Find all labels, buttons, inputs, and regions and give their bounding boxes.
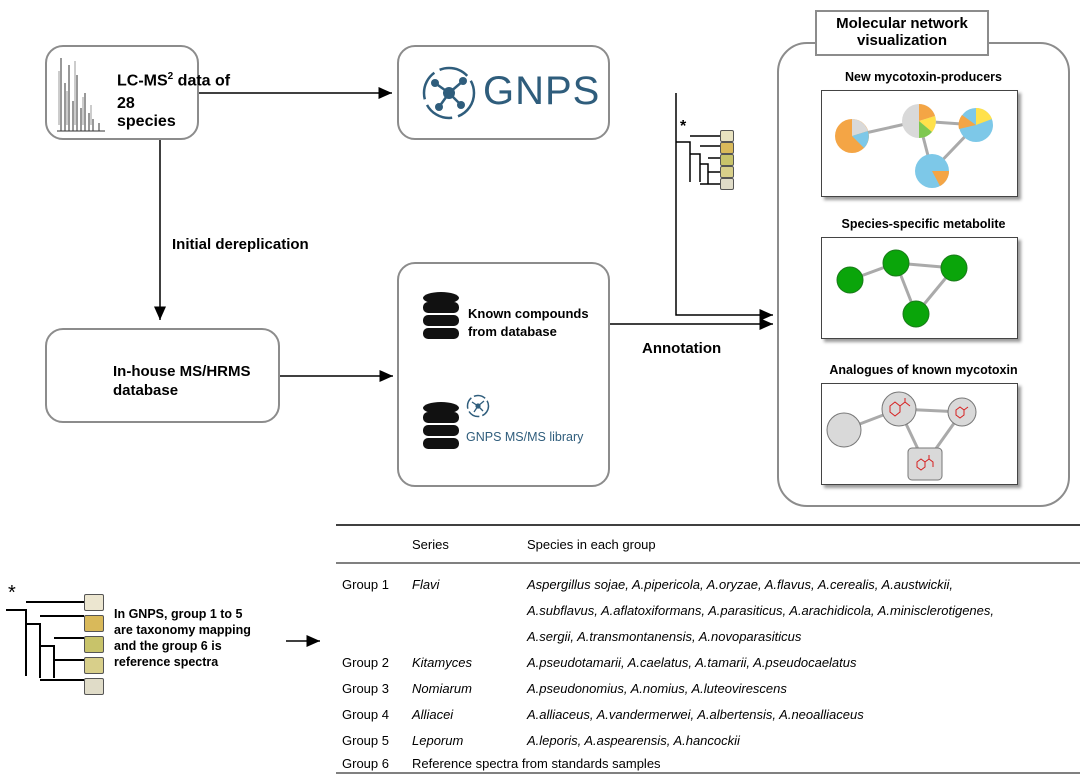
gnps-library-label: GNPS MS/MS library (466, 430, 584, 444)
phylogeny-tree-small: * (676, 118, 736, 198)
row-group: Group 5 (342, 733, 389, 748)
row-species: A.subflavus, A.aflatoxiformans, A.parasi… (527, 603, 995, 618)
analogue-network-graph (826, 391, 977, 481)
lcms-prefix: LC-MS (117, 72, 168, 90)
row-series: Flavi (412, 577, 440, 592)
species-thumbnail (720, 166, 734, 178)
species-thumbnail (720, 130, 734, 142)
panel1-title: New mycotoxin-producers (845, 70, 1002, 84)
library-database-icon (423, 402, 459, 449)
species-thumbnail (84, 594, 104, 611)
row-group: Group 4 (342, 707, 389, 722)
network-panel-species-specific (821, 237, 1018, 339)
species-thumbnail (720, 154, 734, 166)
gnps-box: GNPS (397, 45, 610, 140)
lcms-superscript: 2 (167, 71, 174, 82)
note-line2: are taxonomy mapping (114, 623, 251, 637)
panel2-title: Species-specific metabolite (841, 217, 1006, 231)
lcms-suffix: data of (173, 72, 231, 90)
panel3-title: Analogues of known mycotoxin (829, 363, 1018, 377)
known-compounds-line2: from database (468, 324, 557, 339)
gnps-note: In GNPS, group 1 to 5 are taxonomy mappi… (114, 606, 251, 670)
row-series: Alliacei (412, 707, 454, 722)
producer-network-graph (835, 104, 993, 188)
note-line3: and the group 6 is (114, 639, 222, 653)
tree-star-large: * (8, 582, 16, 604)
tree-branches-large (6, 601, 84, 681)
database-icon (423, 292, 459, 339)
green-node (940, 254, 968, 282)
pie-node (915, 154, 949, 188)
row-series: Kitamyces (412, 655, 472, 670)
initial-dereplication-label: Initial dereplication (172, 236, 309, 253)
known-compounds-line1: Known compounds (468, 306, 589, 321)
lcms-data-box: LC-MS2 data of 28 species (45, 45, 230, 140)
gnps-network-logo-icon (422, 66, 476, 120)
lcms-label-line2: 28 species (117, 95, 176, 130)
network-panel-analogues (821, 383, 1018, 485)
network-panel-producers (821, 90, 1018, 197)
species-thumbnail (84, 615, 104, 632)
gnps-small-logo-icon (466, 394, 490, 418)
chemical-structure-icon (889, 398, 969, 471)
annotation-label: Annotation (642, 340, 722, 357)
gray-node (826, 412, 862, 448)
spectrum-icon (57, 58, 105, 132)
row-species: A.pseudotamarii, A.caelatus, A.tamarii, … (527, 655, 857, 670)
green-node (836, 266, 864, 294)
structure-node (881, 391, 917, 427)
header-series: Series (412, 537, 449, 552)
row-group: Group 6 (342, 756, 389, 771)
row-series: Nomiarum (412, 681, 472, 696)
species-network-graph (836, 249, 968, 328)
header-species: Species in each group (527, 537, 656, 552)
row-species: A.pseudonomius, A.nomius, A.luteoviresce… (527, 681, 787, 696)
network-title-box: Molecular network visualization (815, 10, 989, 56)
tree-branches-small (676, 135, 720, 185)
row-reference-text: Reference spectra from standards samples (412, 756, 661, 771)
row-group: Group 1 (342, 577, 389, 592)
note-line4: reference spectra (114, 655, 219, 669)
pie-node (958, 107, 993, 142)
lcms-label: LC-MS2 data of (117, 71, 230, 90)
arrow-gnps-to-network (675, 93, 773, 321)
species-thumbnail (84, 657, 104, 674)
inhouse-database-box: In-house MS/HRMS database (45, 328, 280, 423)
note-line1: In GNPS, group 1 to 5 (114, 607, 243, 621)
pie-node (902, 104, 936, 139)
phylogeny-tree-large: * (6, 582, 106, 702)
species-thumbnail (84, 678, 104, 695)
network-title-line1: Molecular network (836, 15, 968, 32)
row-species: A.leporis, A.aspearensis, A.hancockii (527, 733, 740, 748)
row-species: A.alliaceus, A.vandermerwei, A.albertens… (527, 707, 864, 722)
pie-node (835, 119, 869, 153)
network-title-line2: visualization (856, 32, 948, 49)
row-group: Group 3 (342, 681, 389, 696)
row-species: A.sergii, A.transmontanensis, A.novopara… (527, 629, 802, 644)
structure-node (947, 397, 977, 427)
species-thumbnail (84, 636, 104, 653)
inhouse-label-line2: database (113, 382, 179, 399)
inhouse-label-line1: In-house MS/HRMS (113, 363, 251, 380)
green-node (882, 249, 910, 277)
known-compounds-box: Known compounds from database GNPS MS/MS… (397, 262, 610, 487)
species-thumbnail (720, 178, 734, 190)
green-node (902, 300, 930, 328)
species-thumbnail (720, 142, 734, 154)
row-group: Group 2 (342, 655, 389, 670)
row-series: Leporum (412, 733, 464, 748)
tree-star-small: * (680, 118, 687, 135)
row-species: Aspergillus sojae, A.pipericola, A.oryza… (527, 577, 954, 592)
gnps-logo-text: GNPS (483, 69, 601, 113)
